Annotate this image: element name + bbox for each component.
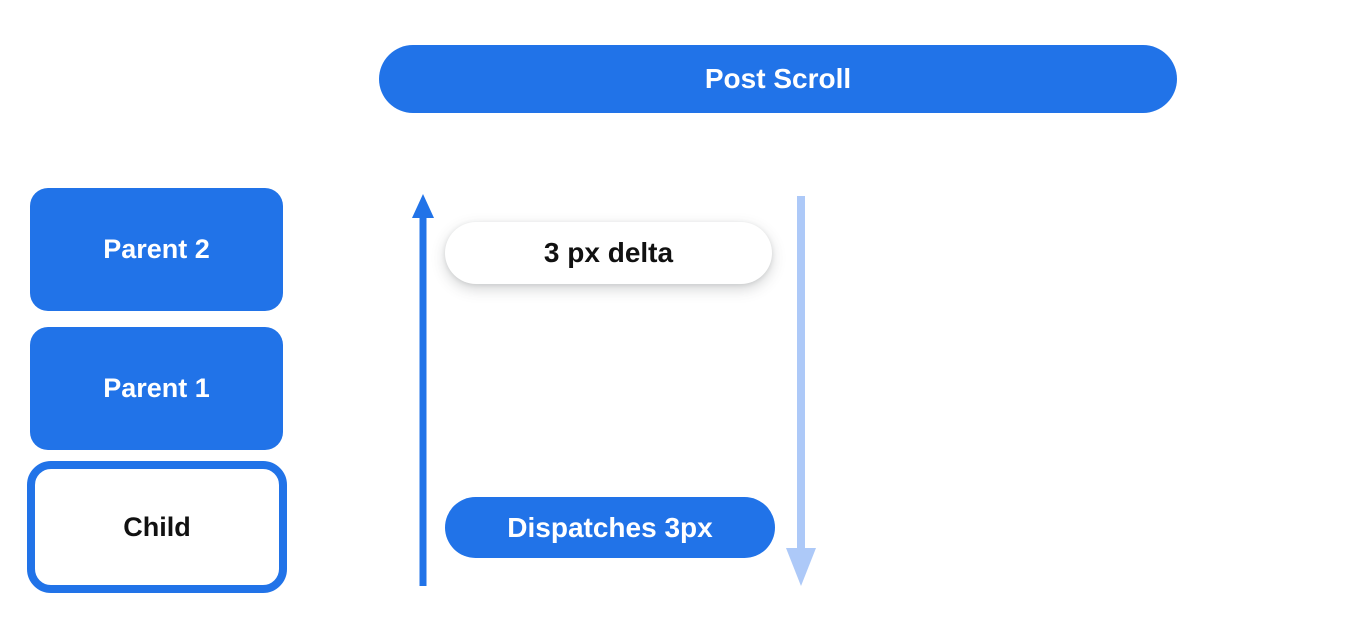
- arrow-up-icon: [408, 194, 438, 591]
- parent-2-node: Parent 2: [30, 188, 283, 311]
- parent-1-node: Parent 1: [30, 327, 283, 450]
- dispatch-label-pill: Dispatches 3px: [445, 497, 775, 558]
- delta-label-pill: 3 px delta: [445, 222, 772, 284]
- child-node: Child: [27, 461, 287, 593]
- post-scroll-node: Post Scroll: [379, 45, 1177, 113]
- arrow-down-icon: [784, 196, 818, 591]
